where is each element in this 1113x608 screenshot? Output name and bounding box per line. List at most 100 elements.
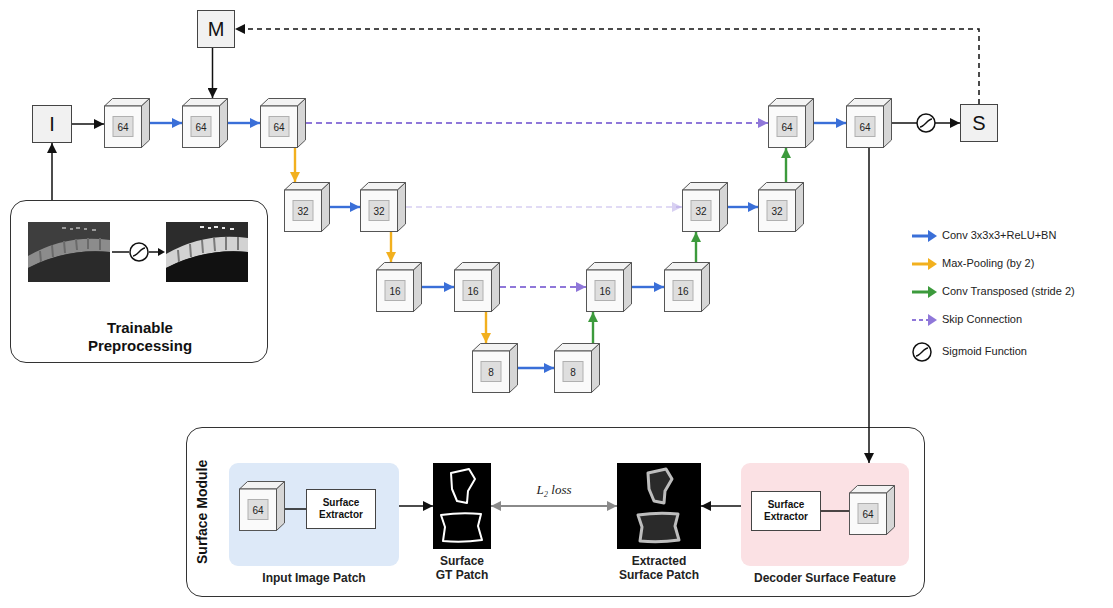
cube-front [285,190,322,232]
dark-region [28,251,110,282]
panel-title: Surface Module [194,428,210,596]
connector [422,286,454,288]
connector [390,232,392,262]
image-background [166,222,248,282]
feature-cube: 64 [182,98,228,148]
surface-illustration [433,463,491,549]
connector [892,122,960,124]
channel-count: 32 [758,190,796,232]
surface-illustration [617,463,701,549]
legend-arrow-head [928,258,937,270]
cube-front [473,351,510,393]
cube-shape [472,343,518,393]
legend-sample [910,342,938,362]
cube-front [847,106,884,148]
cube-shape [554,343,600,393]
arrow-head [158,248,165,256]
ground-truth-image: Surface GT Patch [433,463,491,549]
cube-side [702,263,710,312]
enhanced-ct-image [166,222,248,282]
cube-side [298,99,306,148]
extractor-box: Surface Extractor [751,491,821,531]
connector [235,29,979,104]
legend: Conv 3x3x3+ReLU+BNMax-Pooling (by 2) Conv… [910,226,1110,368]
connector [330,206,360,208]
sigmoid-curve [920,119,932,127]
legend-arrow-head [928,286,937,298]
sigmoid-symbol [130,243,148,261]
connector [294,148,296,182]
legend-row: Max-Pooling (by 2) [910,254,1110,282]
node-label: Surface Extractor [307,490,375,528]
channel-count: 64 [849,493,887,535]
sigmoid-curve [133,248,145,256]
connector [500,286,586,288]
legend-text: Conv Transposed (stride 2) [942,285,1075,297]
cube-side [398,183,406,232]
caption-label: Extracted Surface Patch [609,554,709,582]
legend-row: Conv Transposed (stride 2) [910,282,1110,310]
feature-cube: 32 [682,182,728,232]
input-patch-panel: Input Image Patch64Surface Extractor [229,463,399,566]
channel-count: 32 [360,190,398,232]
connector [592,312,594,343]
feature-cube: 32 [360,182,406,232]
channel-count: 64 [260,106,298,148]
legend-sample [910,282,938,302]
connector [150,122,182,124]
legend-row: Skip Connection [910,310,1110,338]
cube-side [887,486,895,535]
cube-front [183,106,220,148]
feature-cube: 32 [284,182,330,232]
feature-cube: 8 [554,343,600,393]
feature-cube: 16 [454,262,500,312]
connector [51,143,53,200]
legend-arrow-head [928,314,937,326]
node-label: Surface Extractor [752,492,820,530]
cube-side [796,183,804,232]
cube-front [759,190,796,232]
connector [228,122,260,124]
surface-shapes [441,469,482,542]
legend-row: Conv 3x3x3+ReLU+BN [910,226,1110,254]
legend-line [912,263,929,266]
cube-side [414,263,422,312]
connector [821,510,849,512]
feature-cube: 8 [472,343,518,393]
feature-cube: 64 [768,98,814,148]
cube-side [806,99,814,148]
connector [285,508,306,510]
surface-contour [441,513,482,542]
cube-side [884,99,892,148]
caption-label: Surface GT Patch [432,554,492,582]
channel-count: 16 [454,270,492,312]
marker-dots [200,227,234,229]
channel-count: 8 [554,351,592,393]
image-background [28,222,110,282]
cube-front [455,270,492,312]
legend-sample [910,254,938,274]
connector [399,505,433,507]
cube-front [769,106,806,148]
io-box: S [960,104,998,142]
vertebra-stripes [178,237,238,262]
sigmoid-symbol [913,343,931,361]
cube-side [492,263,500,312]
channel-count: 64 [239,489,277,531]
sigmoid-symbol [917,114,935,132]
connector [868,148,870,463]
channel-count: 8 [472,351,510,393]
legend-line [912,291,929,294]
legend-text: Sigmoid Function [942,345,1027,357]
feature-cube: 64 [849,485,895,535]
node-label: S [961,105,997,141]
loss-label: L₂ loss [514,482,594,498]
cube-front [665,270,702,312]
raw-ct-image [28,222,110,282]
surface-shapes [638,469,679,542]
channel-count: 16 [664,270,702,312]
